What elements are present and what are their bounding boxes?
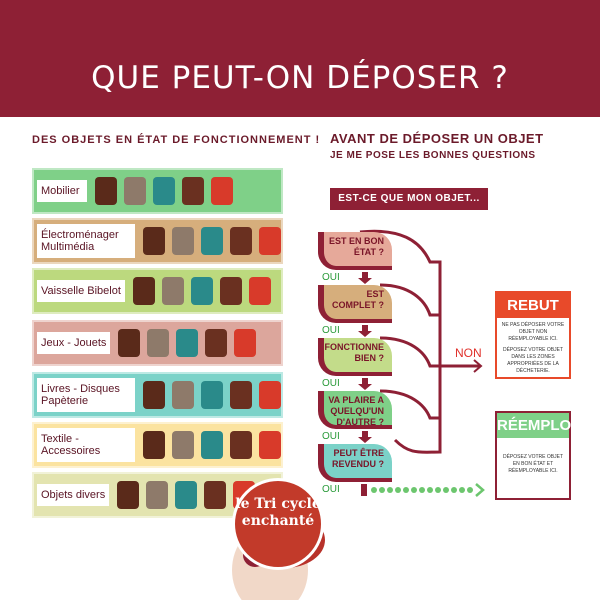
object-icon xyxy=(117,481,140,509)
category-icons xyxy=(143,431,281,459)
yes-label: OUI xyxy=(322,484,340,495)
object-icon xyxy=(172,227,194,255)
object-icon xyxy=(230,381,252,409)
rebut-box: REBUT NE PAS DÉPOSER VOTRE OBJET NON RÉE… xyxy=(495,291,571,379)
object-icon xyxy=(143,381,165,409)
yes-label: OUI xyxy=(322,378,340,389)
category-label: Mobilier xyxy=(37,180,87,202)
object-icon xyxy=(95,177,117,205)
object-icon xyxy=(201,381,223,409)
category-icons xyxy=(95,177,233,205)
header-banner xyxy=(0,0,600,117)
object-icon xyxy=(201,227,223,255)
category-label: Vaisselle Bibelot xyxy=(37,280,125,302)
page-title: QUE PEUT-ON DÉPOSER ? xyxy=(91,60,509,96)
object-icon xyxy=(172,431,194,459)
no-label: NON xyxy=(455,346,482,360)
category-row: Mobilier xyxy=(32,168,283,214)
object-icon xyxy=(176,329,199,357)
category-row: Jeux - Jouets xyxy=(32,320,283,366)
reemploi-box: RÉEMPLOI DÉPOSEZ VOTRE OBJET EN BON ÉTAT… xyxy=(495,411,575,500)
question-shape: FONCTIONNE BIEN ? xyxy=(318,338,392,376)
object-icon xyxy=(211,177,233,205)
question-shape: EST COMPLET ? xyxy=(318,285,392,323)
category-row: Textile - Accessoires xyxy=(32,422,283,468)
question-shape: VA PLAIRE A QUELQU'UN D'AUTRE ? xyxy=(318,391,392,429)
reemploi-title: RÉEMPLOI xyxy=(497,413,575,438)
object-icon xyxy=(219,277,242,305)
object-icon xyxy=(161,277,184,305)
yes-label: OUI xyxy=(322,325,340,336)
category-icons xyxy=(132,277,271,305)
yes-label: OUI xyxy=(322,272,340,283)
category-row: Livres - Disques Papèterie xyxy=(32,372,283,418)
object-icon xyxy=(118,329,141,357)
question-prompt: EST-CE QUE MON OBJET... xyxy=(330,188,488,210)
rebut-title: REBUT xyxy=(497,293,569,318)
right-heading: AVANT DE DÉPOSER UN OBJET xyxy=(330,131,544,146)
left-heading: DES OBJETS EN ÉTAT DE FONCTIONNEMENT ! xyxy=(32,134,321,146)
category-icons xyxy=(143,381,281,409)
tricycle-logo: le Tri cycle enchanté xyxy=(232,478,324,570)
object-icon xyxy=(175,481,198,509)
reemploi-text: DÉPOSEZ VOTRE OBJET EN BON ÉTAT ET RÉEMP… xyxy=(502,454,563,474)
category-label: Électroménager Multimédia xyxy=(37,224,135,258)
question-shape: EST EN BON ÉTAT ? xyxy=(318,232,392,270)
object-icon xyxy=(143,431,165,459)
category-label: Jeux - Jouets xyxy=(37,332,111,354)
object-icon xyxy=(147,329,170,357)
object-icon xyxy=(234,329,257,357)
object-icon xyxy=(230,431,252,459)
object-icon xyxy=(230,227,252,255)
object-icon xyxy=(182,177,204,205)
category-label: Livres - Disques Papèterie xyxy=(37,378,135,412)
object-icon xyxy=(124,177,146,205)
object-icon xyxy=(153,177,175,205)
object-icon xyxy=(190,277,213,305)
yes-label: OUI xyxy=(322,431,340,442)
object-icon xyxy=(204,481,227,509)
object-icon xyxy=(259,381,281,409)
object-icon xyxy=(259,431,281,459)
object-icon xyxy=(248,277,271,305)
object-icon xyxy=(259,227,281,255)
object-icon xyxy=(146,481,169,509)
object-icon xyxy=(172,381,194,409)
object-icon xyxy=(201,431,223,459)
category-row: Électroménager Multimédia xyxy=(32,218,283,264)
object-icon xyxy=(143,227,165,255)
object-icon xyxy=(132,277,155,305)
question-shape: PEUT ÊTRE REVENDU ? xyxy=(318,444,392,482)
right-subheading: JE ME POSE LES BONNES QUESTIONS xyxy=(330,150,536,161)
category-row: Vaisselle Bibelot xyxy=(32,268,283,314)
object-icon xyxy=(205,329,228,357)
rebut-text-1: NE PAS DÉPOSER VOTRE OBJET NON RÉEMPLOYA… xyxy=(501,322,565,342)
category-label: Textile - Accessoires xyxy=(37,428,135,462)
category-label: Objets divers xyxy=(37,484,110,506)
logo-text: le Tri cycle enchanté xyxy=(235,496,321,529)
rebut-text-2: DÉPOSEZ VOTRE OBJET DANS LES ZONES APPRO… xyxy=(502,347,563,374)
category-icons xyxy=(143,227,281,255)
category-icons xyxy=(118,329,257,357)
